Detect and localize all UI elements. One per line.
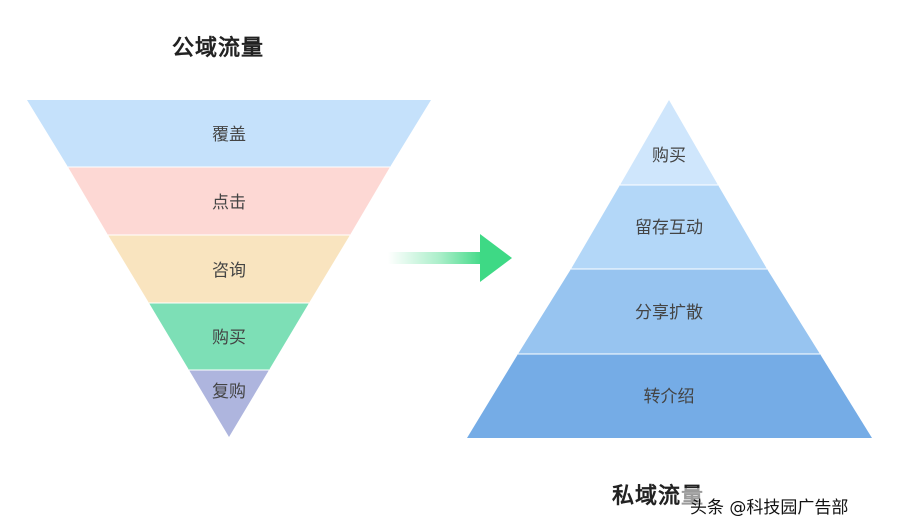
funnel-label-coverage: 覆盖 [212,125,246,145]
funnel-stage-click [68,167,390,235]
pyramid-label-sharing: 分享扩散 [635,303,703,323]
funnel-stage-repurchase [189,370,269,437]
funnel-label-purchase: 购买 [212,328,246,348]
pyramid-level-retention [571,185,767,269]
arrow-shaft [388,252,484,264]
funnel-stage-purchase [149,303,309,370]
pyramid-label-purchase: 购买 [652,146,686,166]
funnel-label-inquiry: 咨询 [212,261,246,281]
watermark-text: 头条 @科技园广告部 [690,497,849,518]
private-traffic-pyramid: 购买 留存互动 分享扩散 转介绍 [467,100,872,438]
arrow-icon [388,234,512,282]
pyramid-label-retention: 留存互动 [635,218,703,238]
funnel-stage-coverage [27,100,431,167]
funnel-label-repurchase: 复购 [212,382,246,402]
funnel-label-click: 点击 [212,193,246,213]
arrow-head [480,234,512,282]
public-traffic-funnel: 覆盖 点击 咨询 购买 复购 [27,100,431,437]
pyramid-level-purchase [620,100,718,185]
watermark: 头条 @科技园广告部 [680,488,859,522]
funnel-title: 公域流量 [172,36,265,61]
pyramid-label-referral: 转介绍 [644,387,695,407]
pyramid-level-sharing [518,269,820,354]
funnel-stage-inquiry [108,235,350,303]
pyramid-level-referral [467,354,872,438]
